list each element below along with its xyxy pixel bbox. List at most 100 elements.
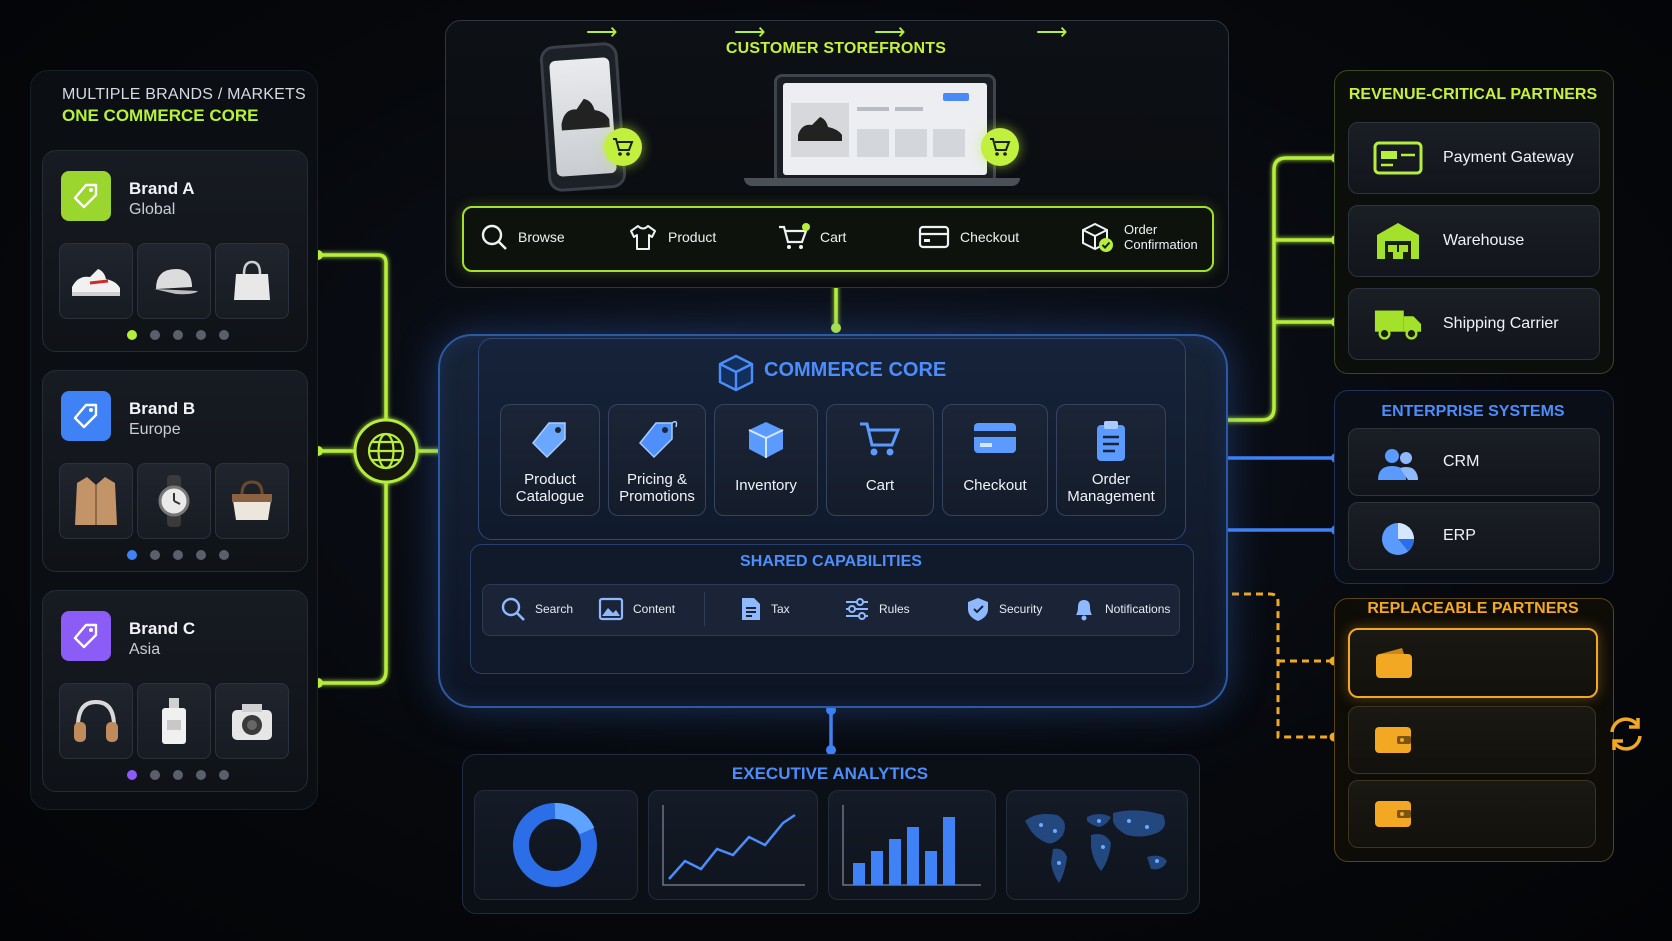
perfume-image[interactable] [137,683,211,759]
capability-rules[interactable]: Rules [844,584,910,634]
journey-label: Product [668,229,717,245]
globe-hub [353,418,419,484]
journey-label: Order Confirmation [1124,222,1198,252]
cap-image[interactable] [137,243,211,319]
system-crm[interactable]: CRM [1348,428,1600,496]
capability-search[interactable]: Search [500,584,573,634]
camera-image[interactable] [215,683,289,759]
bar-chart-tile[interactable] [828,790,996,900]
partner-shipping-carrier[interactable]: Shipping Carrier [1348,288,1600,360]
partner-payment-gateway[interactable]: Payment Gateway [1348,122,1600,194]
journey-label: Checkout [960,229,1020,245]
module-label: Inventory [735,477,797,494]
shirt-icon [630,225,656,250]
module-product-catalogue[interactable]: Product Catalogue [500,404,600,516]
journey-label: Browse [518,229,565,245]
search-icon [501,597,525,621]
laptop [774,74,996,184]
replaceable-partner-3[interactable] [1348,780,1596,848]
module-order-management[interactable]: Order Management [1056,404,1166,516]
carousel-dots[interactable] [127,770,229,780]
capability-tax[interactable]: Tax [740,584,790,634]
tag-icon [61,171,111,221]
headphones-image[interactable] [59,683,133,759]
module-inventory[interactable]: Inventory [714,404,818,516]
arrow-right-icon: ⟶ [1036,19,1068,44]
tag-icon [61,611,111,661]
brands-heading-line2: ONE COMMERCE CORE [62,106,259,125]
card-icon [918,225,950,249]
users-icon [1373,443,1423,485]
sneaker-image[interactable] [59,243,133,319]
pie-chart-icon [1373,517,1423,559]
journey-step-order-confirmation[interactable]: Order Confirmation [1080,206,1200,268]
journey-step-cart[interactable]: Cart [778,206,846,268]
arrow-right-icon: ⟶ [586,19,618,44]
arrow-right-icon: ⟶ [874,19,906,44]
brand-card-a[interactable]: Brand A Global [42,150,308,352]
revenue-partners-title: REVENUE-CRITICAL PARTNERS [1348,86,1598,103]
replaceable-partner-2[interactable] [1348,706,1596,774]
capability-content[interactable]: Content [598,584,675,634]
journey-step-checkout[interactable]: Checkout [918,206,1019,268]
bell-icon [1076,600,1092,621]
cart-icon [827,419,933,459]
brands-heading-line1: MULTIPLE BRANDS / MARKETS [62,86,306,103]
capability-notifications[interactable]: Notifications [1072,584,1170,634]
sliders-icon [846,598,868,620]
replaceable-partner-1[interactable] [1348,628,1598,698]
module-label: Pricing & Promotions [619,471,695,505]
tag-icon [61,391,111,441]
globe-icon [367,432,405,470]
system-label: CRM [1443,453,1480,470]
mobile-phone [539,41,627,193]
tote-bag-image[interactable] [215,243,289,319]
partner-warehouse[interactable]: Warehouse [1348,205,1600,277]
storefronts-title: CUSTOMER STOREFRONTS [725,40,947,57]
module-label: Product Catalogue [515,471,585,505]
world-map [1025,810,1167,883]
donut-chart-tile[interactable] [474,790,638,900]
wallet-icon [1374,644,1414,682]
module-checkout[interactable]: Checkout [942,404,1048,516]
card-icon [943,419,1047,457]
payment-card-icon [1373,137,1423,179]
capability-label: Tax [771,602,790,616]
tag-icon [501,419,599,461]
carousel-dots[interactable] [127,330,229,340]
brand-card-c[interactable]: Brand C Asia [42,590,308,792]
coat-image[interactable] [59,463,133,539]
warehouse-icon [1373,220,1423,262]
donut-chart [513,803,597,887]
module-cart[interactable]: Cart [826,404,934,516]
world-map-tile[interactable] [1006,790,1188,900]
cart-icon[interactable] [981,128,1019,166]
watch-image[interactable] [137,463,211,539]
journey-step-browse[interactable]: Browse [480,206,565,268]
carousel-dots[interactable] [127,550,229,560]
brand-card-b[interactable]: Brand B Europe [42,370,308,572]
capability-security[interactable]: Security [966,584,1042,634]
cart-icon[interactable] [604,128,642,166]
executive-analytics-title: EXECUTIVE ANALYTICS [731,764,929,783]
package-check-icon [1082,222,1113,252]
brand-region: Global [129,201,176,218]
module-pricing-promotions[interactable]: Pricing & Promotions [608,404,706,516]
system-erp[interactable]: ERP [1348,502,1600,570]
module-label: Checkout [963,477,1027,494]
line-chart-tile[interactable] [648,790,818,900]
capability-label: Notifications [1105,602,1171,616]
refresh-icon[interactable] [1604,712,1648,761]
arrow-right-icon: ⟶ [734,19,766,44]
capability-label: Security [999,602,1043,616]
box-icon [715,419,817,461]
partner-label: Shipping Carrier [1443,315,1559,332]
brand-name: Brand C [129,619,196,638]
shoe-image [798,117,842,141]
divider [704,592,705,626]
journey-step-product[interactable]: Product [628,206,716,268]
shoe-image [561,98,610,131]
handbag-image[interactable] [215,463,289,539]
system-label: ERP [1443,527,1476,544]
capability-label: Search [535,602,574,616]
